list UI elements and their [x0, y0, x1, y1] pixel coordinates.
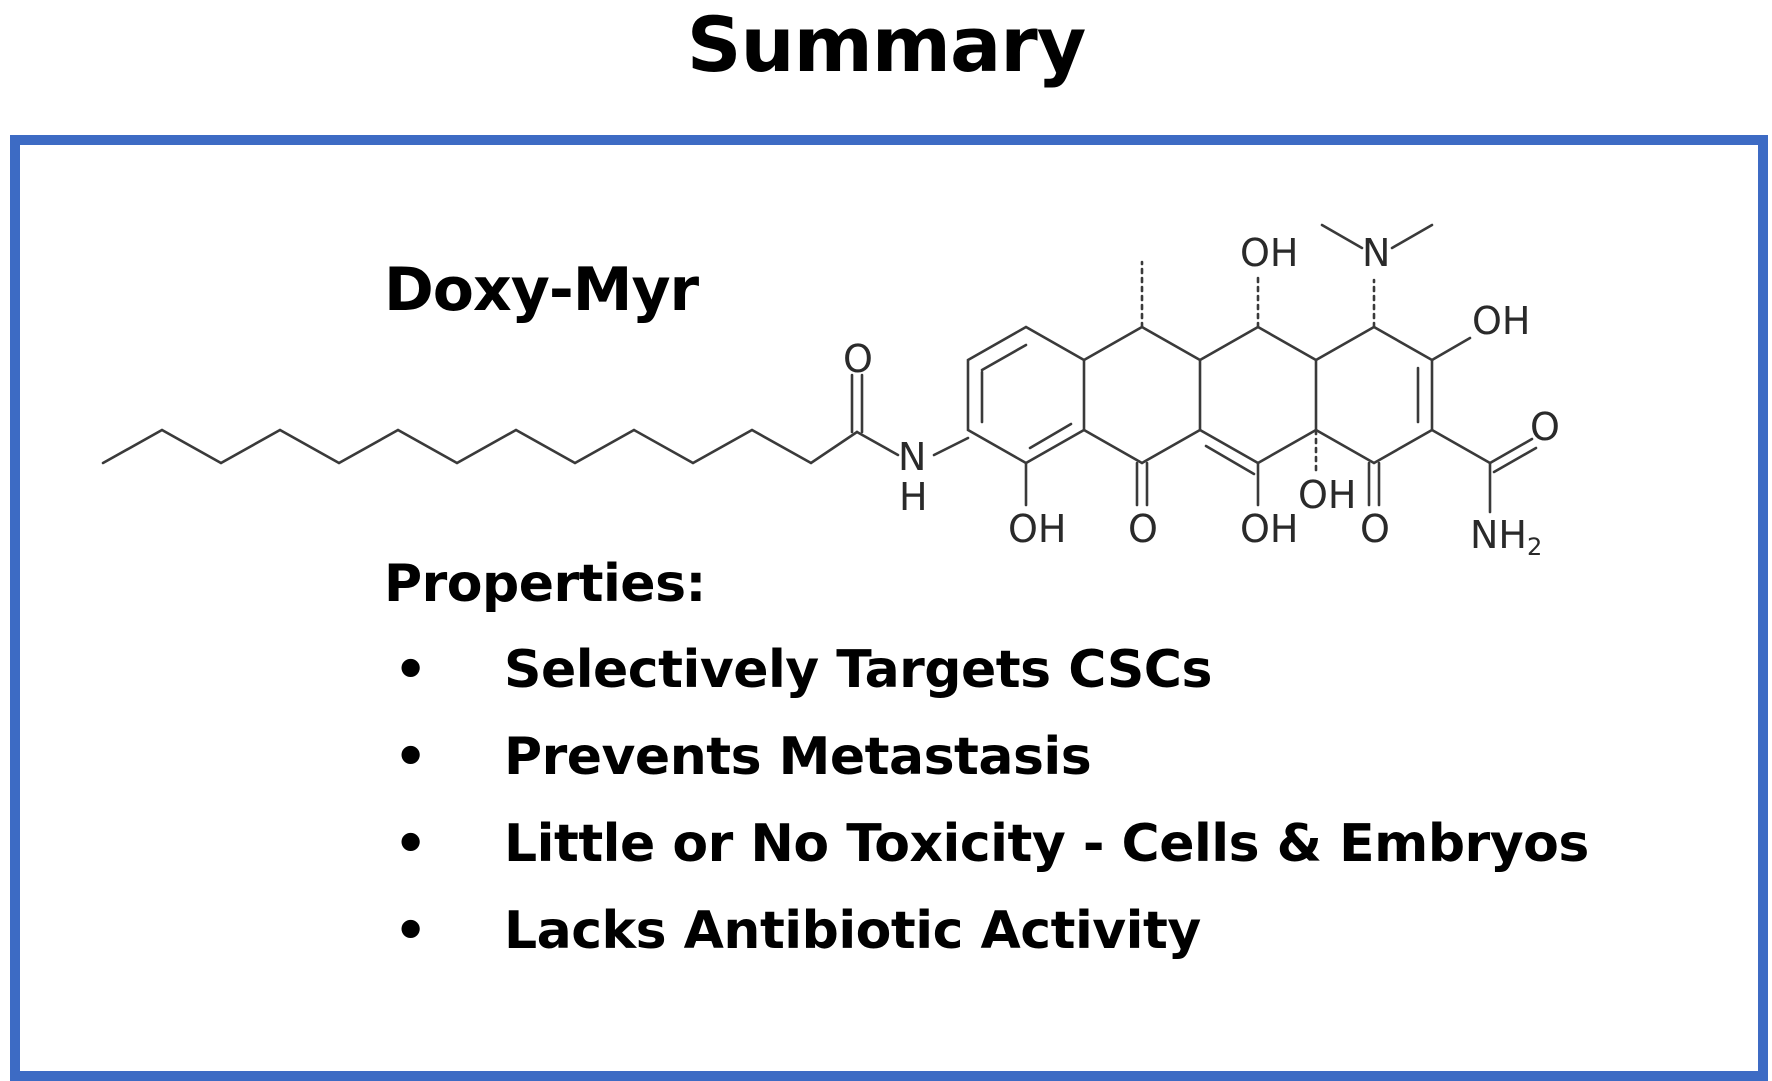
amide-n-ring-bond	[932, 436, 970, 457]
ring-c-outline	[1198, 325, 1318, 465]
n-methyl-bond-left	[1320, 223, 1364, 250]
ring-b	[1082, 260, 1202, 465]
amide-group	[850, 373, 970, 457]
property-text: Little or No Toxicity - Cells & Embryos	[504, 814, 1589, 874]
property-text: Lacks Antibiotic Activity	[504, 901, 1201, 961]
hydroxyl-top-label: OH	[1240, 231, 1298, 275]
carboxamide-oxygen-label: O	[1530, 405, 1560, 449]
hydroxyl-2-label: OH	[1240, 507, 1298, 551]
carboxamide-nh-label: NH	[1470, 513, 1527, 557]
ring-c-inner-bond	[1204, 444, 1256, 476]
ring-c	[1198, 273, 1318, 476]
hydroxyl-3-label: OH	[1298, 473, 1356, 517]
amide-hydrogen-label: H	[899, 475, 928, 519]
ring-a-outline	[966, 325, 1086, 465]
bullet-icon: •	[394, 901, 427, 961]
properties-heading: Properties:	[384, 554, 706, 614]
amide-n-bond	[855, 430, 900, 457]
carboxamide-co-a	[1488, 437, 1534, 465]
ring-a	[966, 325, 1086, 465]
ring-d-oh-bond	[1430, 336, 1472, 362]
dimethylamino-label: N	[1362, 231, 1390, 275]
lower-substituents	[1024, 461, 1381, 507]
alkyl-chain	[101, 428, 859, 465]
carboxamide-bond	[1430, 428, 1492, 465]
n-methyl-bond-right	[1390, 223, 1434, 250]
carboxamide-co-b	[1492, 446, 1538, 474]
ketone-1-label: O	[1128, 507, 1158, 551]
amide-oxygen-label: O	[843, 337, 873, 381]
compound-name: Doxy-Myr	[384, 255, 699, 325]
ketone-2-label: O	[1360, 507, 1390, 551]
ring-a-inner-bond-3	[1028, 422, 1073, 450]
alkyl-chain-bonds	[101, 428, 859, 465]
ring-d	[1314, 223, 1538, 514]
property-text: Prevents Metastasis	[504, 727, 1092, 787]
amide-nitrogen-label: N	[898, 435, 926, 479]
summary-panel	[10, 135, 1768, 1081]
hydroxyl-1-label: OH	[1008, 507, 1066, 551]
page-title: Summary	[686, 0, 1087, 89]
hydroxyl-right-label: OH	[1472, 299, 1530, 343]
ring-a-inner-bond-1	[980, 343, 1028, 372]
bullet-icon: •	[394, 814, 427, 874]
bullet-icon: •	[394, 640, 427, 700]
carboxamide-subscript-label: 2	[1527, 533, 1542, 561]
ring-b-outline	[1082, 325, 1202, 465]
property-text: Selectively Targets CSCs	[504, 640, 1212, 700]
bullet-icon: •	[394, 727, 427, 787]
ring-d-outline	[1314, 325, 1434, 465]
